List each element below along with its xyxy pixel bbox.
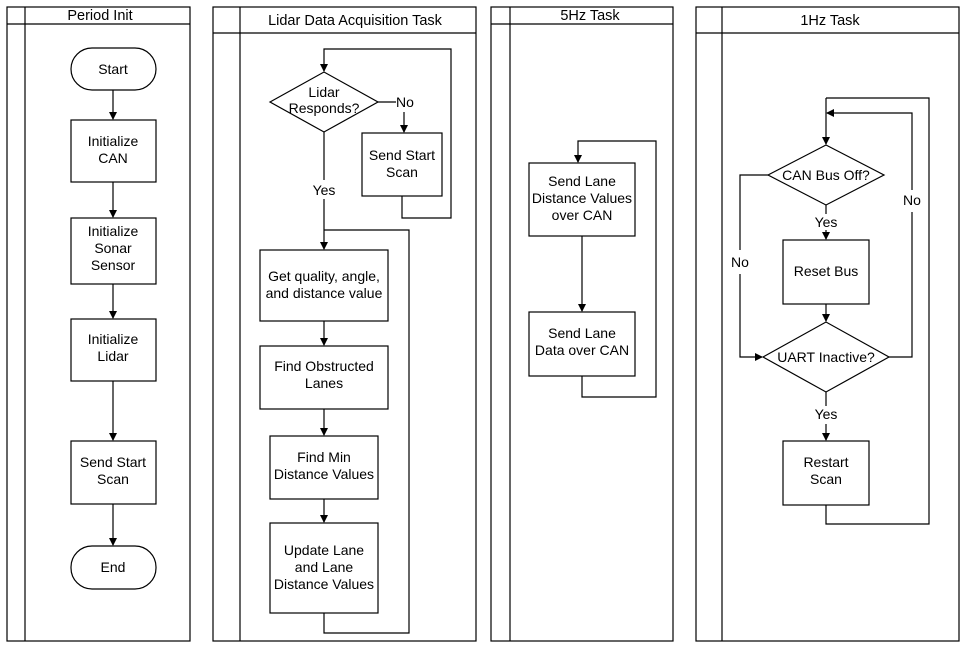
end-terminal bbox=[70, 545, 157, 590]
update-lane-line-3: Distance Values bbox=[274, 576, 374, 592]
lidar-send-start-scan-line-2: Scan bbox=[386, 164, 418, 180]
lane-1hz-task bbox=[695, 6, 960, 642]
can-bus-no-label: No bbox=[731, 254, 749, 270]
send-start-scan-line-2: Scan bbox=[97, 471, 129, 487]
lidar-decision-line-1: Lidar bbox=[308, 84, 339, 100]
lidar-decision-line-2: Responds? bbox=[289, 100, 360, 116]
reset-bus-label: Reset Bus bbox=[794, 263, 859, 279]
find-obstructed-line-2: Lanes bbox=[305, 375, 343, 391]
start-label: Start bbox=[98, 61, 128, 77]
send-lane-data-line-2: Data over CAN bbox=[535, 342, 629, 358]
restart-scan-line-2: Scan bbox=[810, 471, 842, 487]
lidar-no-label: No bbox=[396, 94, 414, 110]
init-sonar-line-2: Sonar bbox=[94, 240, 132, 256]
init-can-line-2: CAN bbox=[98, 150, 128, 166]
send-distance-line-1: Send Lane bbox=[548, 173, 616, 189]
lane-title-lidar-task: Lidar Data Acquisition Task bbox=[268, 13, 443, 29]
find-min-line-1: Find Min bbox=[297, 449, 351, 465]
get-values-line-2: and distance value bbox=[266, 285, 383, 301]
send-distance-line-2: Distance Values bbox=[532, 190, 632, 206]
init-can-line-1: Initialize bbox=[88, 133, 139, 149]
init-lidar-line-2: Lidar bbox=[97, 348, 128, 364]
can-bus-yes-label: Yes bbox=[815, 214, 838, 230]
lidar-send-start-scan-line-1: Send Start bbox=[369, 147, 435, 163]
send-lane-data-line-1: Send Lane bbox=[548, 325, 616, 341]
init-sonar-line-1: Initialize bbox=[88, 223, 139, 239]
send-distance-line-3: over CAN bbox=[552, 207, 613, 223]
lane-period-init bbox=[6, 6, 191, 642]
lane-title-period-init: Period Init bbox=[67, 8, 132, 24]
find-min-line-2: Distance Values bbox=[274, 466, 374, 482]
get-values-line-1: Get quality, angle, bbox=[268, 268, 380, 284]
lidar-yes-label: Yes bbox=[313, 182, 336, 198]
end-label: End bbox=[101, 559, 126, 575]
find-obstructed-line-1: Find Obstructed bbox=[274, 358, 374, 374]
lane-lidar-task bbox=[212, 6, 477, 642]
update-lane-line-2: and Lane bbox=[295, 559, 354, 575]
uart-no-label: No bbox=[903, 192, 921, 208]
can-bus-off-label: CAN Bus Off? bbox=[782, 167, 870, 183]
lane-5hz-task bbox=[490, 6, 674, 642]
lane-title-5hz-task: 5Hz Task bbox=[560, 8, 620, 24]
can-bus-off-decision bbox=[766, 144, 886, 206]
init-sonar-line-3: Sensor bbox=[91, 257, 136, 273]
update-lane-line-1: Update Lane bbox=[284, 542, 364, 558]
send-start-scan-line-1: Send Start bbox=[80, 454, 146, 470]
uart-inactive-label: UART Inactive? bbox=[777, 349, 875, 365]
lane-title-1hz-task: 1Hz Task bbox=[800, 13, 860, 29]
restart-scan-line-1: Restart bbox=[803, 454, 848, 470]
uart-yes-label: Yes bbox=[815, 406, 838, 422]
init-lidar-line-1: Initialize bbox=[88, 331, 139, 347]
